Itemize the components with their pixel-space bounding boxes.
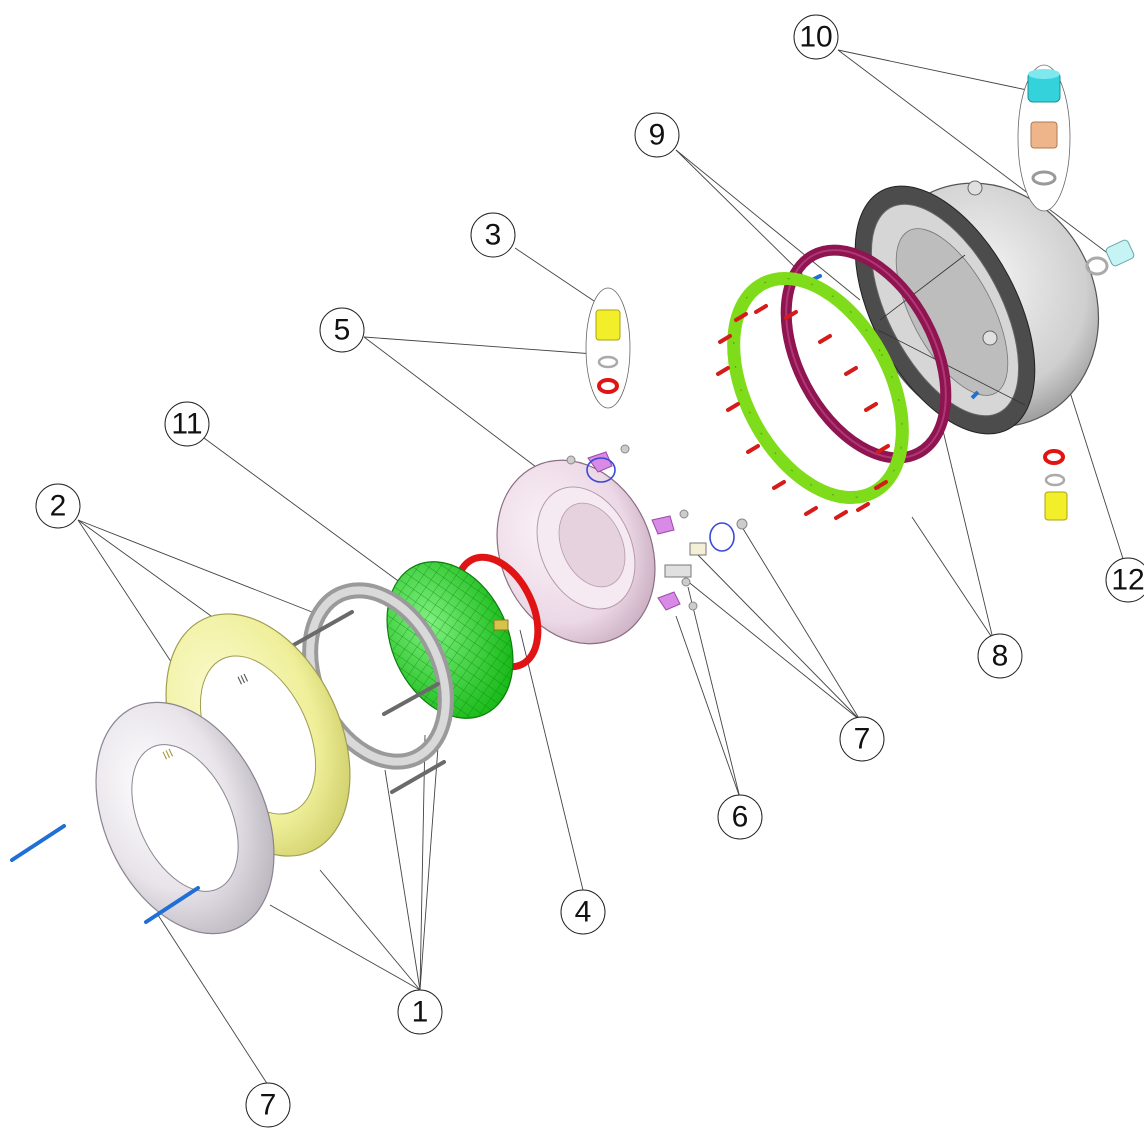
light-body: [496, 444, 689, 645]
callout-9: 9: [634, 112, 680, 158]
callout-1: 1: [397, 989, 443, 1035]
callout-7-right-label: 7: [854, 723, 871, 756]
callout-5: 5: [319, 307, 365, 353]
purple-gasket: [780, 244, 952, 464]
small-hardware: [664, 518, 748, 611]
fittings-loose: [1043, 449, 1068, 521]
grey-trim: III: [95, 701, 275, 935]
callout-7-bottom-label: 7: [260, 1089, 277, 1122]
callout-10-label: 10: [799, 21, 832, 54]
callout-5-label: 5: [334, 314, 351, 347]
callout-2-label: 2: [50, 490, 67, 523]
cable-gland: [1085, 239, 1135, 276]
callout-8-label: 8: [992, 640, 1009, 673]
green-gasket: [727, 271, 909, 505]
callout-3-label: 3: [485, 219, 502, 252]
leader-lines: [77, 49, 1126, 1086]
callout-11: 11: [164, 401, 210, 447]
callout-6: 6: [717, 794, 763, 840]
callout-12-label: 12: [1111, 564, 1144, 597]
red-screws: [716, 304, 890, 520]
callout-7-right: 7: [839, 716, 885, 762]
callout-8: 8: [977, 633, 1023, 679]
lens: [386, 561, 514, 719]
callout-7-bottom: 7: [245, 1082, 291, 1128]
fittings-kit-10: [1017, 64, 1071, 212]
callout-1-label: 1: [412, 996, 429, 1029]
callout-11-label: 11: [171, 408, 202, 441]
callout-12: 12: [1105, 557, 1144, 603]
callout-9-label: 9: [649, 119, 666, 152]
callout-4-label: 4: [575, 896, 592, 929]
callout-10: 10: [793, 14, 839, 60]
fittings-kit-3: [585, 287, 631, 409]
niche-housing: [854, 180, 1100, 435]
callout-2: 2: [35, 483, 81, 529]
callout-6-label: 6: [732, 801, 749, 834]
callout-4: 4: [560, 889, 606, 935]
blue-screws: [10, 824, 200, 924]
callout-3: 3: [470, 212, 516, 258]
